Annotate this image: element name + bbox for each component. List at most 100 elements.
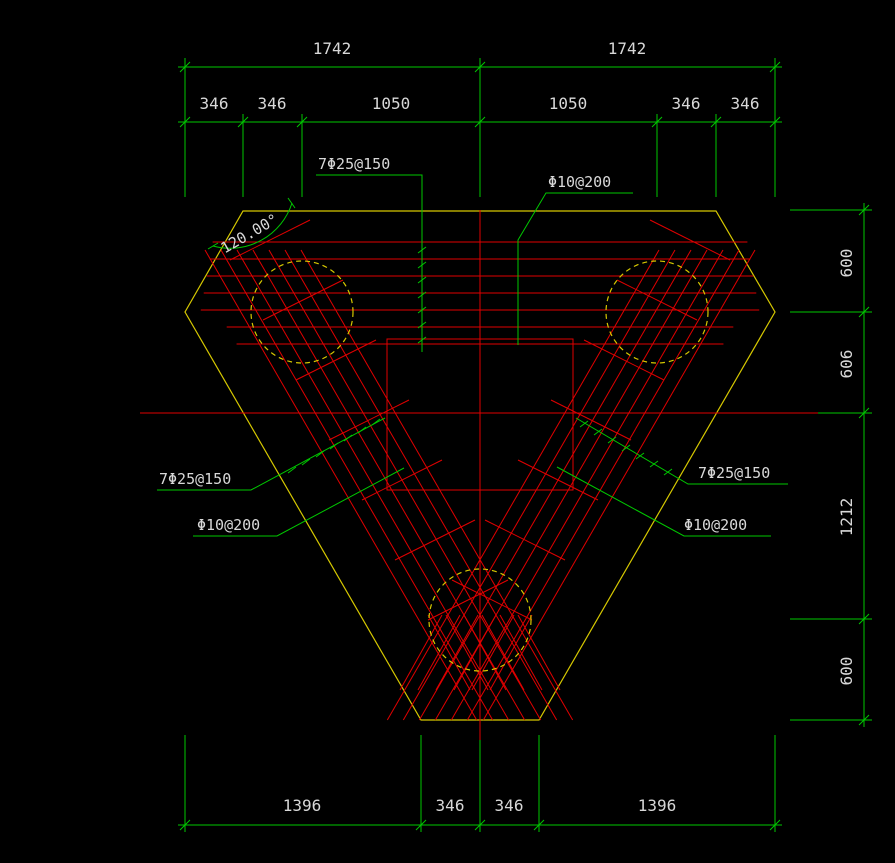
rebar-dist-right bbox=[550, 399, 632, 441]
rebar-bottom-cross bbox=[417, 614, 461, 691]
rebar-bottom-cross bbox=[435, 614, 479, 691]
pile-cap-outline bbox=[184, 210, 776, 721]
hatch-tick bbox=[417, 291, 427, 299]
dim-label: 1050 bbox=[549, 94, 588, 113]
leader-right-main bbox=[575, 417, 788, 485]
dim-tick bbox=[474, 819, 486, 831]
bottom-dimension-chain: 1396 346 346 1396 bbox=[178, 735, 782, 832]
rebar-bar-left bbox=[284, 249, 558, 721]
rebar-label-right-dist: Φ10@200 bbox=[684, 516, 747, 534]
dim-label: 346 bbox=[672, 94, 701, 113]
rebar-dist-right bbox=[451, 579, 533, 621]
hatch-tick bbox=[593, 428, 603, 436]
top-dimension-chain: 1742 1742 346 346 1050 1050 346 346 bbox=[178, 39, 782, 197]
dim-tick bbox=[858, 714, 870, 726]
dim-tick bbox=[533, 819, 545, 831]
leader-top-dist bbox=[517, 192, 633, 345]
leader-left-main bbox=[157, 417, 386, 491]
angle-arc bbox=[212, 202, 293, 249]
rebar-bottom-cross bbox=[517, 614, 561, 691]
dim-label: 600 bbox=[837, 657, 856, 686]
dim-label: 1212 bbox=[837, 498, 856, 537]
rebar-dist-left bbox=[394, 519, 476, 561]
right-main-hatch bbox=[579, 420, 673, 476]
leader-left-dist bbox=[193, 467, 405, 537]
dim-label: 600 bbox=[837, 249, 856, 278]
piles bbox=[250, 260, 709, 672]
dim-label: 346 bbox=[436, 796, 465, 815]
rebar-label-top-dist: Φ10@200 bbox=[548, 173, 611, 191]
dim-tick bbox=[179, 116, 191, 128]
hatch-tick bbox=[607, 436, 617, 444]
dim-tick bbox=[858, 613, 870, 625]
rebar-bottom-cross bbox=[481, 614, 525, 691]
hatch-tick bbox=[343, 434, 353, 442]
dim-tick bbox=[769, 819, 781, 831]
hatch-tick bbox=[287, 466, 297, 474]
hatch-tick bbox=[621, 444, 631, 452]
rebar-bar-right bbox=[450, 249, 724, 721]
dim-label: 346 bbox=[495, 796, 524, 815]
hatch-tick bbox=[417, 321, 427, 329]
rebar-dist-right bbox=[484, 519, 566, 561]
hatch-tick bbox=[417, 276, 427, 284]
rebar-dist-right bbox=[583, 339, 665, 381]
dim-tick bbox=[415, 819, 427, 831]
angle-annotation: 120.00° bbox=[207, 197, 296, 257]
rebar-callouts: 7Φ25@150 Φ10@200 7Φ25@150 Φ10@200 7Φ25@1… bbox=[157, 155, 788, 537]
hatch-tick bbox=[301, 458, 311, 466]
rebar-dist-left bbox=[361, 459, 443, 501]
dim-label: 1396 bbox=[638, 796, 677, 815]
dim-label: 1396 bbox=[283, 796, 322, 815]
left-main-hatch bbox=[287, 418, 381, 474]
leader-top-main bbox=[316, 174, 423, 352]
column-outline bbox=[386, 338, 574, 491]
dim-label: 346 bbox=[200, 94, 229, 113]
hatch-tick bbox=[635, 452, 645, 460]
rebar-dist-right bbox=[616, 279, 698, 321]
pile-left bbox=[250, 260, 354, 364]
hatch-tick bbox=[417, 246, 427, 254]
dim-tick bbox=[474, 61, 486, 73]
hatch-tick bbox=[329, 442, 339, 450]
dim-tick bbox=[179, 61, 191, 73]
hatch-tick bbox=[663, 468, 673, 476]
hatch-tick bbox=[579, 420, 589, 428]
hatch-tick bbox=[649, 460, 659, 468]
dim-label: 1742 bbox=[608, 39, 647, 58]
angle-tick bbox=[287, 197, 296, 209]
dim-tick bbox=[237, 116, 249, 128]
pile-right bbox=[605, 260, 709, 364]
right-dimension-chain: 600 606 1212 600 bbox=[790, 203, 872, 727]
rebar-label-left-dist: Φ10@200 bbox=[197, 516, 260, 534]
rebar-dist-right bbox=[517, 459, 599, 501]
hatch-tick bbox=[417, 306, 427, 314]
rebar-label-right-main: 7Φ25@150 bbox=[698, 464, 770, 482]
rebar-bar-left bbox=[268, 249, 542, 721]
hatch-tick bbox=[371, 418, 381, 426]
dim-tick bbox=[179, 819, 191, 831]
rebar-dist-right bbox=[649, 219, 731, 261]
dim-label: 346 bbox=[258, 94, 287, 113]
rebar-bar-left bbox=[204, 249, 478, 721]
rebar-bottom-cross bbox=[427, 614, 471, 691]
rebar-bar-right bbox=[482, 249, 756, 721]
rebar-bands bbox=[200, 219, 760, 721]
rebar-bottom-cross bbox=[499, 614, 543, 691]
dim-label: 606 bbox=[837, 350, 856, 379]
rebar-bar-right bbox=[386, 249, 660, 721]
pile-bottom bbox=[428, 568, 532, 672]
center-lines bbox=[140, 210, 818, 740]
dim-label: 1742 bbox=[313, 39, 352, 58]
dim-tick bbox=[651, 116, 663, 128]
rebar-bar-left bbox=[220, 249, 494, 721]
rebar-label-left-main: 7Φ25@150 bbox=[159, 470, 231, 488]
dim-tick bbox=[474, 116, 486, 128]
hatch-tick bbox=[357, 426, 367, 434]
rebar-bar-right bbox=[434, 249, 708, 721]
rebar-bottom-cross bbox=[489, 614, 533, 691]
dim-label: 1050 bbox=[372, 94, 411, 113]
rebar-bar-left bbox=[252, 249, 526, 721]
dim-label: 346 bbox=[731, 94, 760, 113]
